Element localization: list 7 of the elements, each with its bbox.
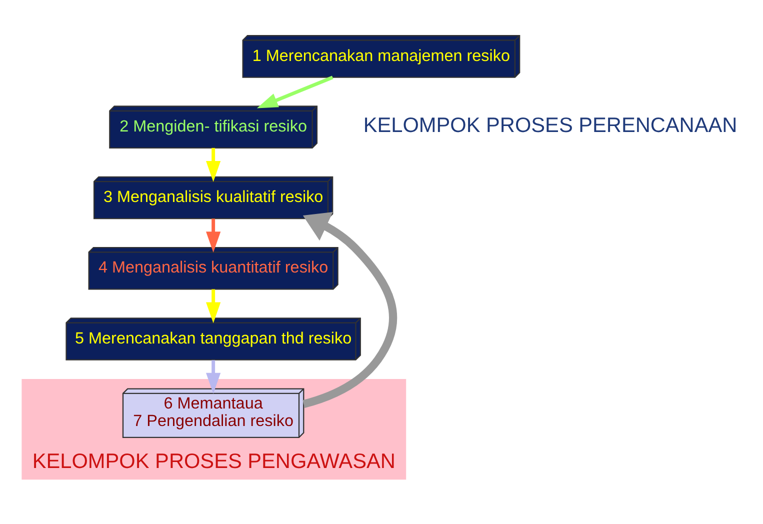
arrow [256, 76, 334, 108]
arrow [302, 212, 398, 408]
label: KELOMPOK PROSES PERENCANAAN [363, 114, 738, 138]
arrow [206, 360, 221, 394]
arrow [206, 148, 221, 182]
arrow [206, 218, 221, 253]
arrow [206, 289, 221, 324]
